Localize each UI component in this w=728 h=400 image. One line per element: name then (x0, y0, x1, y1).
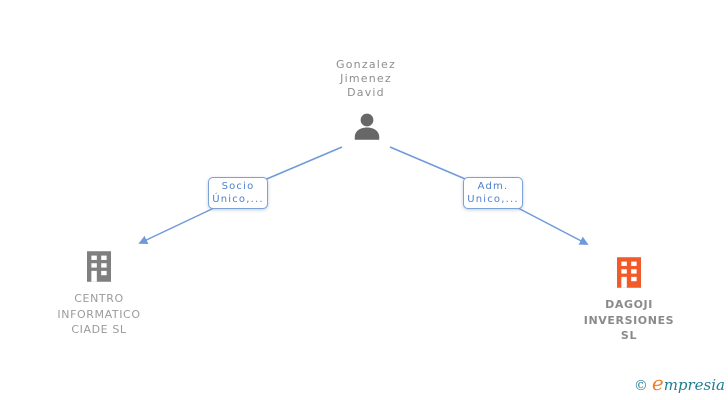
brand-initial: e (651, 371, 664, 395)
brand-rest: mpresia (663, 376, 725, 394)
company-name: CENTRO INFORMATICO CIADE SL (29, 291, 169, 338)
edge-line-left-lower (138, 207, 215, 244)
edge-label-line: Socio (221, 181, 255, 192)
company-name: DAGOJI INVERSIONES SL (559, 297, 699, 344)
company-name-line: DAGOJI (605, 298, 653, 311)
building-icon (29, 251, 169, 282)
person-name: Gonzalez Jimenez David (306, 58, 426, 100)
edge-label-adm-unico[interactable]: Adm. Unico,... (463, 177, 523, 209)
person-name-line: Gonzalez (336, 58, 396, 71)
company-name-line: INVERSIONES (583, 313, 675, 327)
company-name-line: INFORMATICO (57, 307, 141, 321)
edge-label-line: Único,... (212, 194, 264, 205)
edge-line-right-upper (389, 146, 471, 182)
brand-wordmark: empresia (652, 371, 725, 395)
person-name-line: Jimenez (340, 72, 392, 85)
edge-label-line: Unico,... (467, 194, 519, 205)
edge-line-left-upper (261, 146, 343, 182)
edge-line-right-lower (517, 207, 589, 245)
person-name-line: David (347, 86, 385, 99)
edge-label-socio-unico[interactable]: Socio Único,... (208, 177, 268, 209)
copyright-icon: © (633, 378, 648, 394)
company-node-dagoji-inversiones[interactable]: DAGOJI INVERSIONES SL (559, 257, 699, 344)
company-name-line: CIADE SL (71, 323, 127, 336)
company-name-line: SL (620, 329, 638, 342)
edge-label-line: Adm. (477, 181, 509, 192)
company-node-centro-informatico[interactable]: CENTRO INFORMATICO CIADE SL (29, 251, 169, 338)
person-icon[interactable] (350, 111, 384, 145)
company-name-line: CENTRO (74, 292, 124, 305)
empresia-logo[interactable]: © empresia (634, 371, 725, 395)
building-icon (559, 257, 699, 288)
